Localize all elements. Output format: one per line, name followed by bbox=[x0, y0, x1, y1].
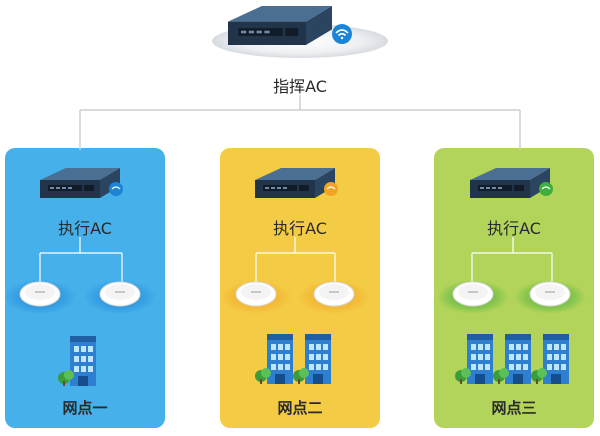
server-icon bbox=[255, 168, 335, 198]
site-3-label: 网点三 bbox=[491, 399, 537, 417]
server-icon bbox=[470, 168, 550, 198]
hq-controller-label: 指挥AC bbox=[273, 77, 327, 96]
wifi-icon bbox=[109, 182, 123, 196]
hq-controller bbox=[212, 6, 388, 58]
access-point-icon bbox=[529, 281, 571, 307]
site-2-connectors bbox=[255, 237, 336, 282]
access-point-icon bbox=[235, 281, 277, 307]
access-point-icon bbox=[313, 281, 355, 307]
building-icon bbox=[531, 334, 569, 384]
wifi-icon bbox=[332, 24, 352, 44]
site-2-graphics bbox=[220, 168, 370, 384]
building-icon bbox=[293, 334, 331, 384]
site-3-controller-label: 执行AC bbox=[487, 219, 541, 238]
site-3-graphics bbox=[437, 168, 586, 384]
wifi-icon bbox=[539, 182, 553, 196]
wifi-icon bbox=[324, 182, 338, 196]
site-1-controller-label: 执行AC bbox=[58, 219, 112, 238]
site-1-label: 网点一 bbox=[62, 399, 108, 417]
access-point-icon bbox=[99, 281, 141, 307]
site-2-controller-label: 执行AC bbox=[273, 219, 327, 238]
server-icon bbox=[40, 168, 120, 198]
building-icon bbox=[255, 334, 293, 384]
site-1-connectors bbox=[39, 237, 123, 282]
hq-connectors bbox=[79, 95, 521, 150]
site-3-connectors bbox=[471, 237, 553, 282]
building-icon bbox=[455, 334, 493, 384]
access-point-icon bbox=[452, 281, 494, 307]
site-2-label: 网点二 bbox=[277, 399, 323, 417]
building-icon bbox=[58, 336, 96, 386]
access-point-icon bbox=[19, 281, 61, 307]
building-icon bbox=[493, 334, 531, 384]
site-1-graphics bbox=[4, 168, 156, 386]
